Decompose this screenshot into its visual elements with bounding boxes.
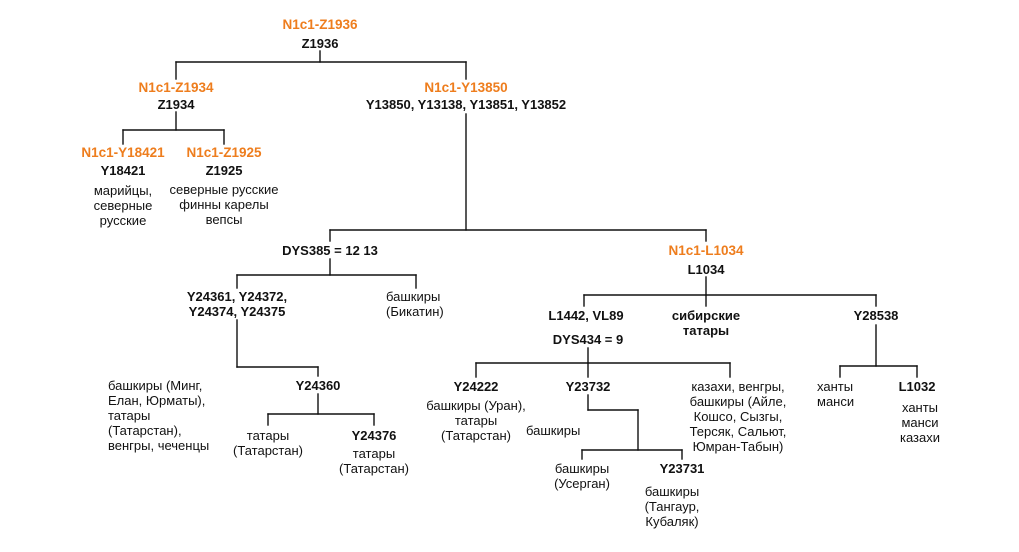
- snp-label-y24360: Y24360: [295, 378, 341, 393]
- population-label-usergan: башкиры (Усерган): [554, 461, 610, 491]
- snp-label-y24361: Y24361, Y24372, Y24374, Y24375: [186, 289, 288, 319]
- snp-label-z1934: Z1934: [157, 97, 195, 112]
- population-label-tatars-tatarstan: татары (Татарстан): [233, 428, 303, 458]
- haplogroup-label-z1934: N1c1-Z1934: [138, 80, 214, 95]
- snp-label-y24376: Y24376: [351, 428, 397, 443]
- snp-label-y24222: Y24222: [453, 379, 499, 394]
- snp-label-y28538: Y28538: [853, 308, 899, 323]
- population-label-y18421: марийцы, северные русские: [93, 183, 153, 228]
- haplogroup-label-l1034: N1c1-L1034: [668, 243, 744, 258]
- population-label-ming: башкиры (Минг, Елан, Юрматы), татары (Та…: [108, 378, 210, 453]
- population-label-y24222: башкиры (Уран), татары (Татарстан): [426, 398, 526, 443]
- haplogroup-label-y18421: N1c1-Y18421: [81, 145, 165, 160]
- population-label-y24376: татары (Татарстан): [339, 446, 409, 476]
- snp-label-y18421: Y18421: [100, 163, 146, 178]
- snp-label-y23732: Y23732: [565, 379, 611, 394]
- population-label-z1925: северные русские финны карелы вепсы: [169, 182, 279, 227]
- population-label-bikatin: башкиры (Бикатин): [386, 289, 444, 319]
- str-label-dys434: DYS434 = 9: [552, 332, 624, 347]
- snp-label-l1032: L1032: [898, 379, 936, 394]
- str-label-dys385: DYS385 = 12 13: [282, 243, 378, 258]
- snp-label-y23731: Y23731: [659, 461, 705, 476]
- population-label-l1032: ханты манси казахи: [899, 400, 941, 445]
- population-label-y23731: башкиры (Тангаур, Кубаляк): [644, 484, 700, 529]
- haplogroup-label-z1925: N1c1-Z1925: [186, 145, 262, 160]
- snp-label-z1925: Z1925: [205, 163, 243, 178]
- population-label-siberian-tatars: сибирские татары: [671, 308, 741, 338]
- haplogroup-label-y13850: N1c1-Y13850: [424, 80, 508, 95]
- population-label-khanty-mansi: ханты манси: [817, 379, 855, 409]
- snp-label-l1442: L1442, VL89: [548, 308, 624, 323]
- snp-label-l1034: L1034: [687, 262, 725, 277]
- haplogroup-label-z1936: N1c1-Z1936: [282, 17, 358, 32]
- population-label-kazakhs: казахи, венгры, башкиры (Айле, Кошсо, Сы…: [689, 379, 787, 454]
- snp-label-z1936: Z1936: [301, 36, 339, 51]
- population-label-bashkirs: башкиры: [526, 423, 581, 438]
- snp-label-y13850: Y13850, Y13138, Y13851, Y13852: [365, 97, 567, 112]
